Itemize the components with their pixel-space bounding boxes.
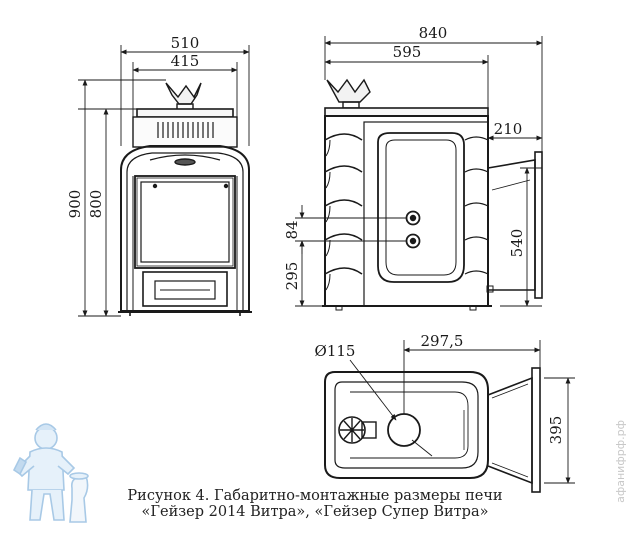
dim-side-heater-height: 295	[283, 262, 301, 291]
side-fuel-tunnel	[487, 159, 536, 291]
front-stone-basket	[165, 82, 202, 105]
side-convection-panels	[324, 133, 363, 275]
top-fuel-tunnel	[487, 376, 533, 485]
dim-side-tunnel-length: 210	[494, 120, 523, 138]
side-glass-window	[377, 132, 465, 283]
side-dimension-lines	[295, 36, 543, 307]
figure-caption: Рисунок 4. Габаритно-монтажные размеры п…	[0, 488, 630, 520]
side-stone-basket	[326, 78, 371, 103]
caption-line-2: «Гейзер 2014 Витра», «Гейзер Супер Витра…	[141, 504, 489, 520]
front-main-body	[120, 145, 250, 312]
front-ash-box	[142, 271, 228, 307]
dim-top-tunnel-width: 395	[547, 416, 565, 445]
top-dimension-lines	[349, 340, 575, 484]
dim-top-offset: 297,5	[421, 332, 464, 350]
front-view	[118, 82, 252, 316]
plumber-mascot-illustration	[12, 423, 89, 523]
dim-side-depth-body: 595	[393, 43, 422, 61]
front-dimension-lines	[78, 45, 250, 317]
front-vent-slots	[157, 122, 214, 138]
dim-side-tunnel-height: 540	[508, 229, 526, 258]
caption-line-1: Рисунок 4. Габаритно-монтажные размеры п…	[127, 488, 503, 504]
top-view	[324, 367, 541, 493]
dim-top-diameter: Ø115	[315, 342, 356, 360]
front-upper-body	[132, 116, 238, 148]
dim-front-width-total: 510	[171, 34, 200, 52]
dim-front-width-inner: 415	[171, 52, 200, 70]
dim-front-height-total: 900	[66, 190, 84, 219]
side-view	[322, 78, 543, 311]
site-watermark: афанифрф.рф	[614, 420, 627, 503]
dim-side-depth-total: 840	[419, 24, 448, 42]
top-outer-body	[324, 371, 489, 479]
front-door-frame	[134, 175, 236, 269]
top-chimney	[387, 413, 421, 447]
dim-front-height-body: 800	[87, 190, 105, 219]
top-wall-flange	[531, 367, 541, 493]
top-stone-basket	[338, 416, 377, 444]
dim-side-heater-spacing: 84	[283, 220, 301, 239]
front-glass	[140, 181, 230, 263]
side-wall-flange	[534, 151, 543, 299]
side-top-plate	[324, 107, 489, 117]
front-top-lid	[136, 108, 234, 118]
